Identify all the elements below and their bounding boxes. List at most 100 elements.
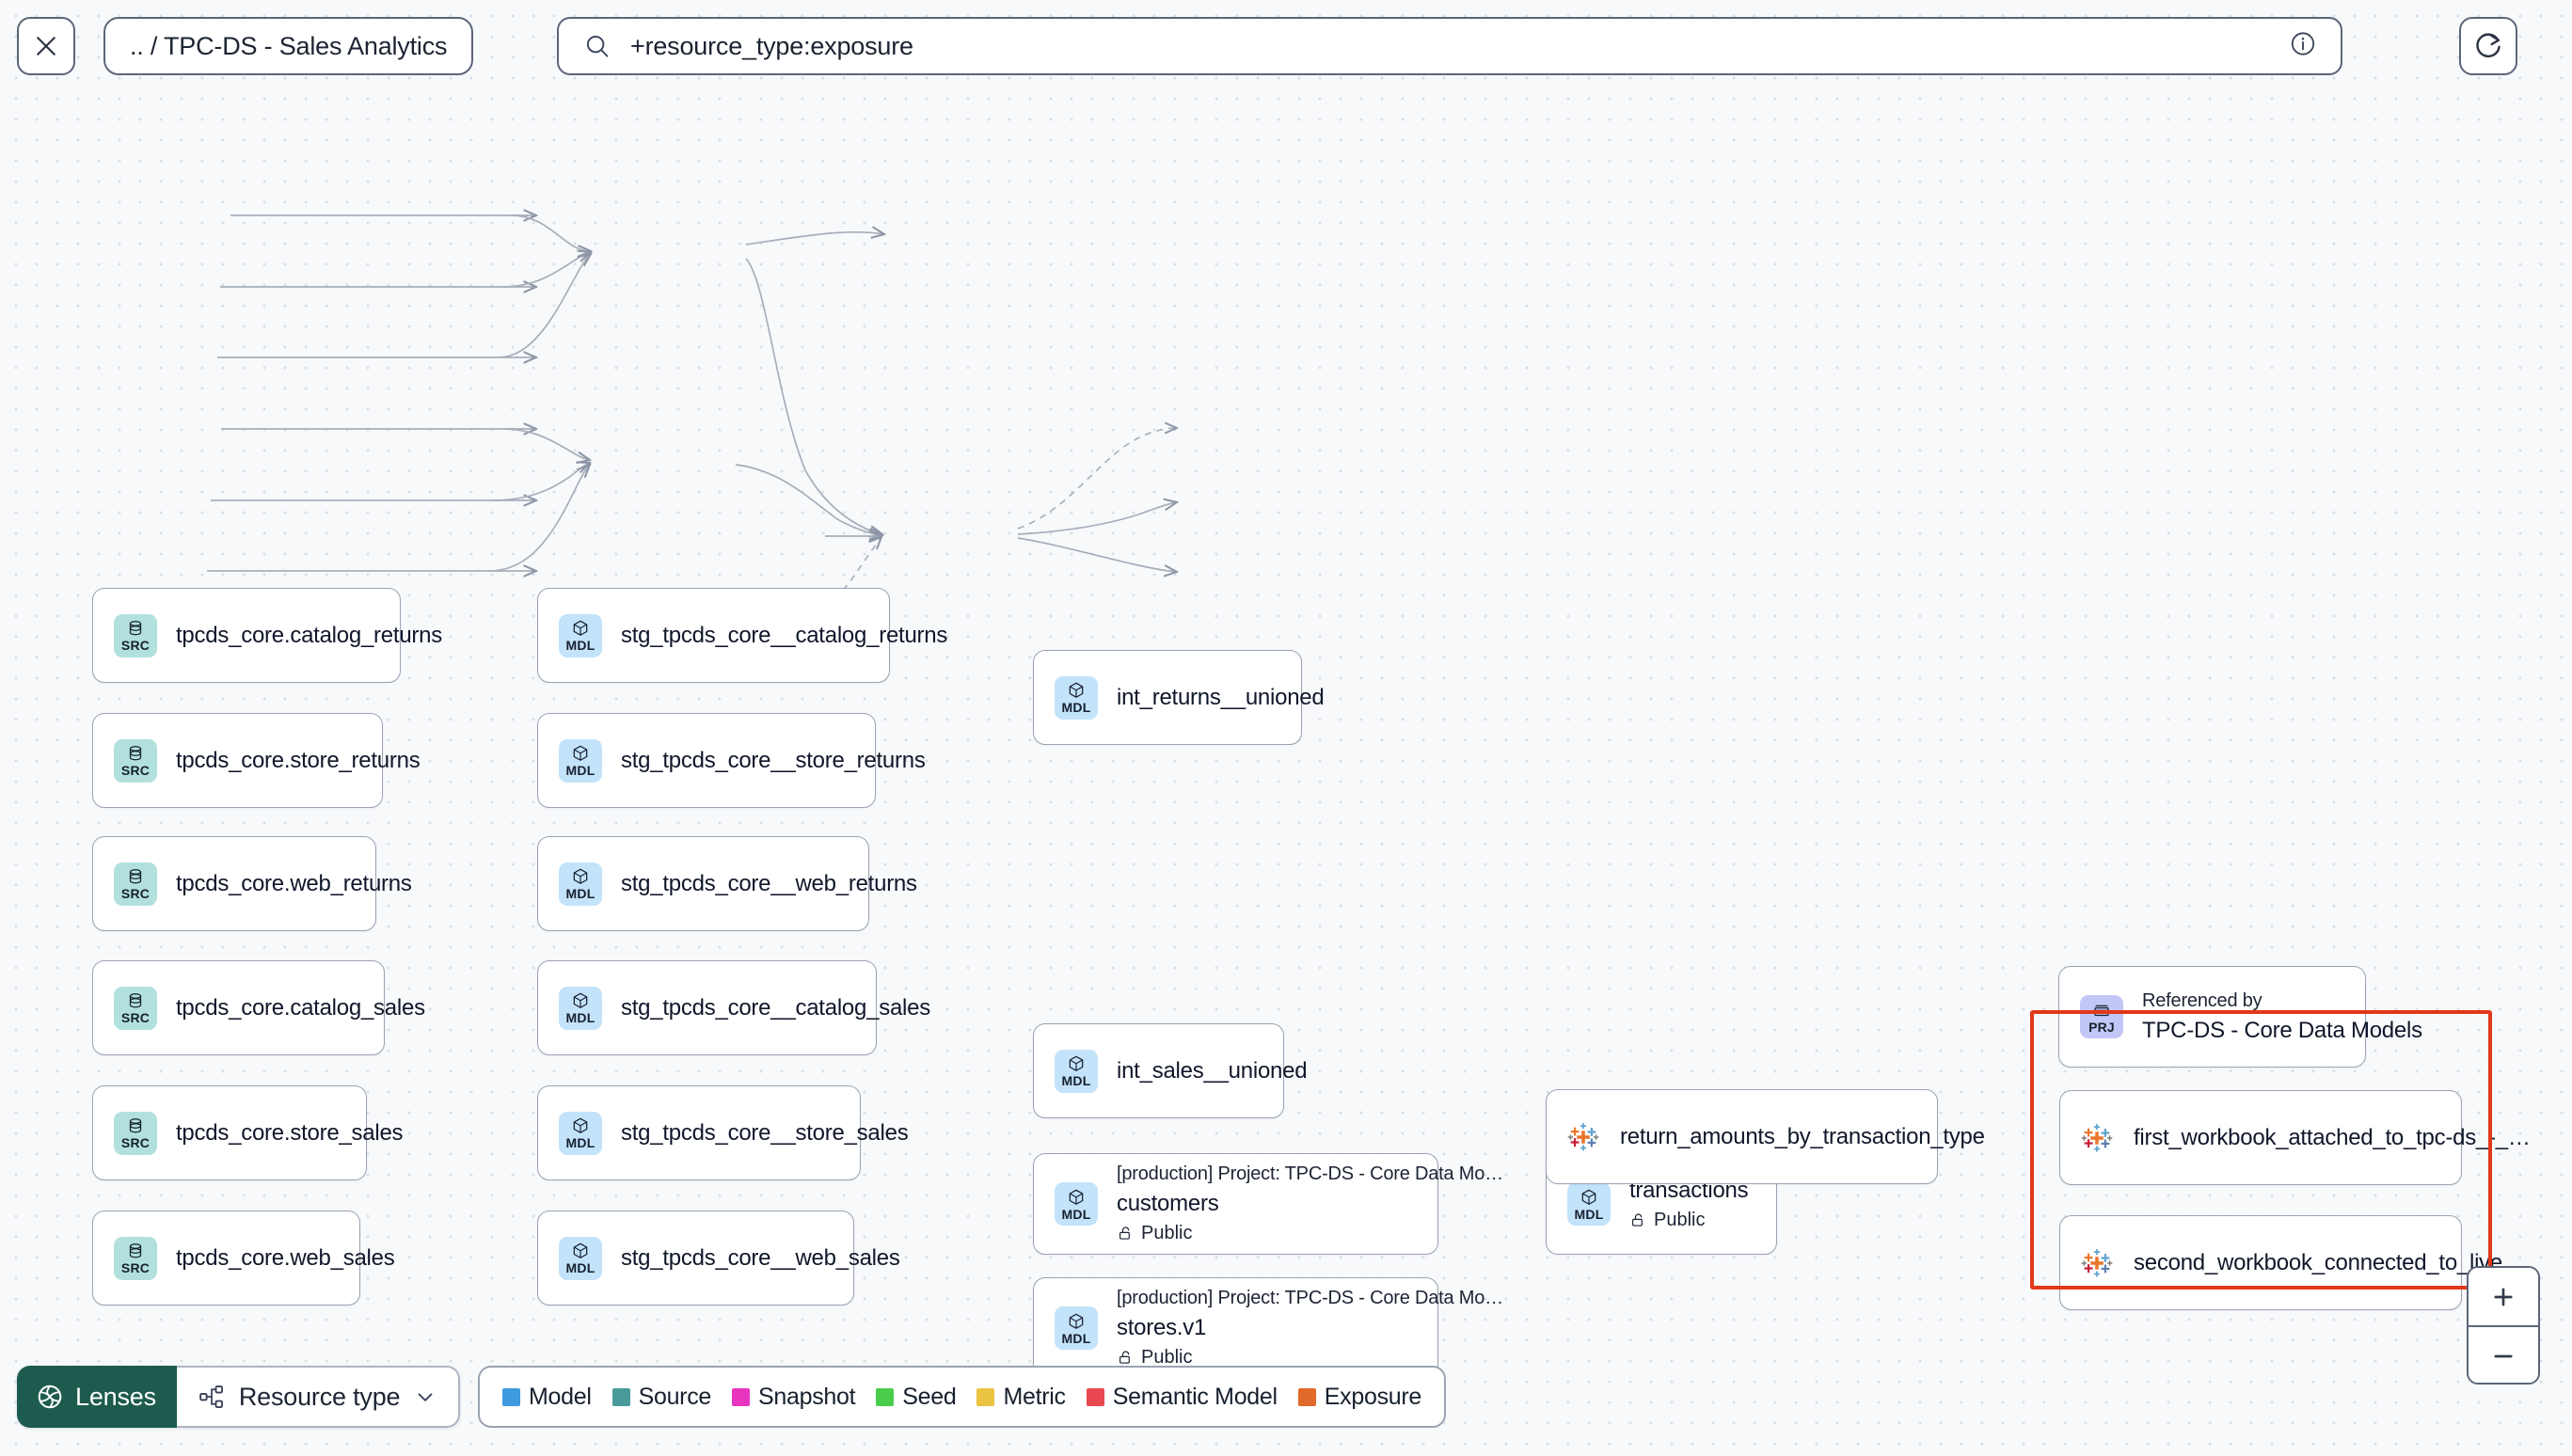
node-project: [production] Project: TPC-DS - Core Data…: [1117, 1163, 1503, 1184]
legend-item-snapshot[interactable]: Snapshot: [732, 1383, 856, 1411]
node-label: stores.v1: [1117, 1315, 1207, 1340]
graph-node-source[interactable]: SRC tpcds_core.web_returns: [92, 836, 412, 931]
graph-node-model[interactable]: MDL stg_tpcds_core__store_sales: [537, 1085, 909, 1180]
legend-swatch: [976, 1387, 995, 1406]
graph-node-source[interactable]: SRC tpcds_core.store_sales: [92, 1085, 404, 1180]
bottom-toolbar: Lenses Resource type Model Source Snapshot…: [0, 1353, 2572, 1456]
legend-item-exposure[interactable]: Exposure: [1297, 1383, 1422, 1411]
node-label: tpcds_core.store_sales: [176, 1119, 404, 1146]
close-button[interactable]: [17, 17, 75, 75]
unlock-icon: [1119, 1351, 1130, 1364]
zoom-out-button[interactable]: [2469, 1327, 2538, 1383]
database-icon: SRC: [114, 986, 157, 1030]
legend-label: Seed: [902, 1383, 957, 1410]
legend-item-model[interactable]: Model: [502, 1384, 592, 1411]
legend-label: Metric: [1003, 1383, 1066, 1410]
node-label: tpcds_core.store_returns: [176, 747, 421, 773]
legend-label: Semantic Model: [1112, 1383, 1278, 1410]
node-label: customers: [1117, 1191, 1219, 1216]
resource-type-dropdown[interactable]: Resource type: [176, 1366, 461, 1428]
info-button[interactable]: [2288, 29, 2318, 64]
node-label: stg_tpcds_core__store_returns: [621, 747, 926, 773]
cube-icon: MDL: [559, 986, 602, 1030]
node-label: stg_tpcds_core__store_sales: [621, 1119, 909, 1146]
node-label: return_amounts_by_transaction_type: [1620, 1123, 1985, 1149]
legend-item-semantic-model[interactable]: Semantic Model: [1086, 1383, 1278, 1411]
node-project: [production] Project: TPC-DS - Core Data…: [1117, 1288, 1503, 1308]
plus-icon: [2494, 1287, 2513, 1306]
node-label: TPC-DS - Core Data Models: [2142, 1017, 2422, 1043]
graph-node-exposure[interactable]: second_workbook_connected_to_live…: [2059, 1215, 2525, 1310]
graph-node-source[interactable]: SRC tpcds_core.catalog_returns: [92, 588, 442, 683]
breadcrumb-label: .. / TPC-DS - Sales Analytics: [130, 31, 448, 60]
graph-node-exposure[interactable]: first_workbook_attached_to_tpc-ds_-_…: [2059, 1090, 2531, 1185]
node-label: stg_tpcds_core__catalog_returns: [621, 622, 948, 648]
zoom-in-button[interactable]: [2469, 1268, 2538, 1327]
node-label: tpcds_core.catalog_returns: [176, 622, 442, 648]
database-icon: SRC: [114, 1236, 157, 1280]
database-icon: SRC: [114, 738, 157, 783]
legend-item-source[interactable]: Source: [611, 1383, 712, 1411]
breadcrumb[interactable]: .. / TPC-DS - Sales Analytics: [103, 17, 474, 75]
lens-icon: [38, 1385, 62, 1409]
lenses-button[interactable]: Lenses: [17, 1366, 177, 1428]
database-icon: SRC: [114, 613, 157, 657]
node-label: tpcds_core.web_returns: [176, 870, 412, 896]
graph-node-model[interactable]: MDL stg_tpcds_core__store_returns: [537, 713, 926, 808]
node-access: Public: [1117, 1223, 1503, 1244]
node-label: first_workbook_attached_to_tpc-ds_-_…: [2134, 1124, 2531, 1150]
refresh-icon: [2476, 33, 2501, 58]
database-icon: SRC: [114, 862, 157, 906]
graph-node-semantic-model[interactable]: MDL [production] Project: TPC-DS - Core …: [1033, 1277, 1503, 1379]
graph-node-semantic-model[interactable]: MDL [production] Project: TPC-DS - Core …: [1033, 1153, 1503, 1255]
legend-label: Exposure: [1324, 1383, 1422, 1410]
database-icon: SRC: [114, 1111, 157, 1155]
cube-icon: MDL: [559, 1236, 602, 1280]
search-query-text: +resource_type:exposure: [630, 31, 913, 60]
legend-label: Model: [529, 1383, 592, 1410]
search-input[interactable]: +resource_type:exposure: [557, 17, 2342, 75]
legend-item-metric[interactable]: Metric: [976, 1383, 1066, 1411]
node-label: stg_tpcds_core__catalog_sales: [621, 994, 930, 1021]
tableau-icon: [2081, 1123, 2113, 1152]
legend-swatch: [876, 1387, 895, 1406]
cube-icon: MDL: [1055, 675, 1098, 720]
refresh-button[interactable]: [2459, 17, 2517, 75]
cube-icon: MDL: [1055, 1306, 1098, 1350]
cube-icon: MDL: [559, 862, 602, 906]
legend-label: Snapshot: [758, 1383, 856, 1410]
node-label: stg_tpcds_core__web_sales: [621, 1244, 900, 1271]
cube-icon: MDL: [559, 1111, 602, 1155]
node-caption: Referenced by: [2142, 989, 2262, 1011]
cube-icon: MDL: [1055, 1049, 1098, 1093]
graph-node-project-reference[interactable]: PRJ Referenced by TPC-DS - Core Data Mod…: [2058, 966, 2422, 1068]
graph-node-source[interactable]: SRC tpcds_core.store_returns: [92, 713, 421, 808]
graph-node-model[interactable]: MDL stg_tpcds_core__web_returns: [537, 836, 917, 931]
node-label: stg_tpcds_core__web_returns: [621, 870, 917, 896]
top-toolbar: .. / TPC-DS - Sales Analytics +resource_…: [0, 0, 2572, 109]
resource-type-label: Resource type: [238, 1382, 401, 1411]
archive-icon: PRJ: [2080, 995, 2123, 1038]
cube-icon: MDL: [559, 738, 602, 783]
legend-label: Source: [638, 1383, 712, 1410]
legend-swatch: [1297, 1387, 1316, 1406]
legend-swatch: [732, 1387, 751, 1406]
node-label: int_sales__unioned: [1117, 1057, 1308, 1084]
graph-node-model[interactable]: MDL int_sales__unioned: [1033, 1023, 1308, 1118]
unlock-icon: [1632, 1212, 1643, 1227]
legend-swatch: [502, 1387, 520, 1406]
tableau-icon: [2081, 1248, 2113, 1277]
lenses-group: Lenses Resource type: [17, 1366, 461, 1428]
legend-item-seed[interactable]: Seed: [876, 1383, 957, 1411]
graph-node-exposure[interactable]: return_amounts_by_transaction_type: [1546, 1089, 1985, 1184]
graph-node-model[interactable]: MDL stg_tpcds_core__catalog_sales: [537, 960, 930, 1055]
chevron-down-icon: [418, 1393, 433, 1401]
graph-node-model[interactable]: MDL stg_tpcds_core__web_sales: [537, 1211, 900, 1306]
legend-swatch: [611, 1387, 630, 1406]
resource-type-legend: Model Source Snapshot Seed Metric Semantic Mo…: [478, 1366, 1446, 1428]
